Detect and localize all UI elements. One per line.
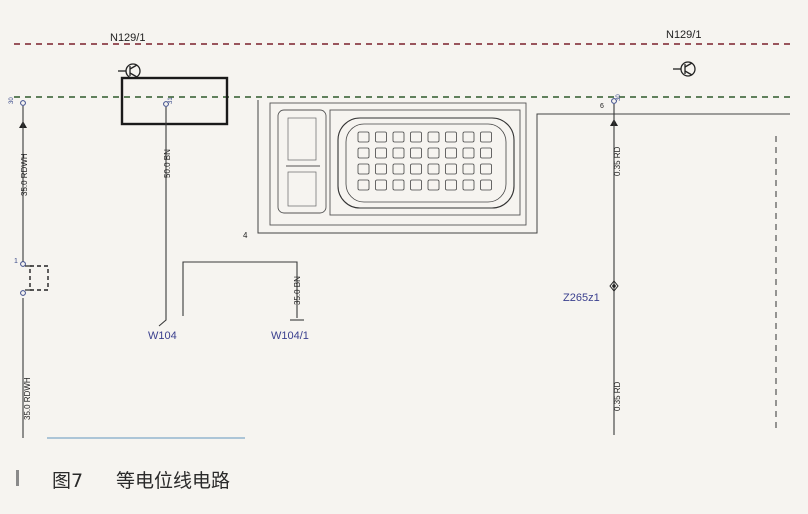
wire-label-right-upper: 0.35 RD bbox=[613, 146, 622, 176]
connector-pin-cell bbox=[375, 147, 387, 159]
figure-number: 图7 bbox=[52, 470, 84, 492]
component-label-right: N129/1 bbox=[666, 29, 701, 41]
connector-pin-cell bbox=[445, 163, 457, 175]
connector-pin-cell bbox=[410, 147, 422, 159]
connector-pin-cell bbox=[462, 147, 475, 159]
connector-pin-cell bbox=[357, 147, 370, 159]
branch-wire bbox=[182, 261, 298, 318]
connector-pin-cell bbox=[462, 131, 475, 143]
connector-outline bbox=[257, 100, 790, 234]
connector-pin-cell bbox=[480, 147, 492, 159]
wire-label-left-upper: 35.0 RDWH bbox=[20, 153, 29, 196]
ground-label-w104: W104 bbox=[148, 330, 177, 342]
connector-pin-cell bbox=[392, 131, 405, 143]
wire-label-left-lower: 35.0 RDWH bbox=[23, 377, 32, 420]
connector-pin-cell bbox=[375, 179, 387, 191]
connector-pin-cell bbox=[427, 131, 440, 143]
pin-connector: 4 bbox=[243, 231, 248, 240]
connector-pin-cell bbox=[392, 147, 405, 159]
connector-pin-cell bbox=[410, 179, 422, 191]
splice-label: Z265z1 bbox=[563, 292, 600, 304]
connector-pin-cell bbox=[445, 147, 457, 159]
connector-pin-cell bbox=[410, 131, 422, 143]
connector-pin-cell bbox=[392, 179, 405, 191]
pin-left-switch: 1 bbox=[14, 258, 18, 265]
wire-label-box: 50.0 BN bbox=[163, 149, 172, 178]
connector-pin-cell bbox=[427, 163, 440, 175]
connector-pin-cell bbox=[375, 131, 387, 143]
connector-pin-cell bbox=[427, 179, 440, 191]
pin-right-top: 30 bbox=[616, 94, 622, 101]
connector-pin-grid bbox=[357, 131, 492, 191]
right-wire bbox=[609, 98, 619, 435]
pin-right-number: 6 bbox=[600, 103, 604, 110]
ground-stub-w104 bbox=[158, 310, 167, 327]
connector-pin-cell bbox=[480, 131, 492, 143]
component-label-left: N129/1 bbox=[110, 32, 145, 44]
figure-title: 等电位线电路 bbox=[116, 470, 231, 492]
left-wire bbox=[19, 100, 49, 438]
wire-label-branch: 35.0 BN bbox=[293, 276, 302, 305]
connector-pin-cell bbox=[357, 163, 370, 175]
pin-box: 31 bbox=[168, 97, 174, 104]
connector-pin-cell bbox=[427, 147, 440, 159]
pin-left-top: 30 bbox=[9, 97, 15, 104]
component-symbol-right-icon bbox=[673, 61, 696, 77]
connector-pin-cell bbox=[392, 163, 405, 175]
connector-pin-cell bbox=[480, 179, 492, 191]
connector-pin-cell bbox=[480, 163, 492, 175]
ground-label-w104-1: W104/1 bbox=[271, 330, 309, 342]
wire-label-right-lower: 0.35 RD bbox=[613, 381, 622, 411]
connector-pin-cell bbox=[375, 163, 387, 175]
caption-mark bbox=[16, 470, 19, 486]
connector-pin-cell bbox=[410, 163, 422, 175]
connector-pin-cell bbox=[462, 179, 475, 191]
box-pin-icon bbox=[163, 101, 169, 107]
component-box bbox=[120, 76, 229, 126]
connector-pin-cell bbox=[357, 179, 370, 191]
connector-pin-cell bbox=[357, 131, 370, 143]
connector-pin-cell bbox=[445, 179, 457, 191]
connector-pin-cell bbox=[462, 163, 475, 175]
connector-pin-cell bbox=[445, 131, 457, 143]
component-symbol-left-icon bbox=[118, 63, 141, 79]
